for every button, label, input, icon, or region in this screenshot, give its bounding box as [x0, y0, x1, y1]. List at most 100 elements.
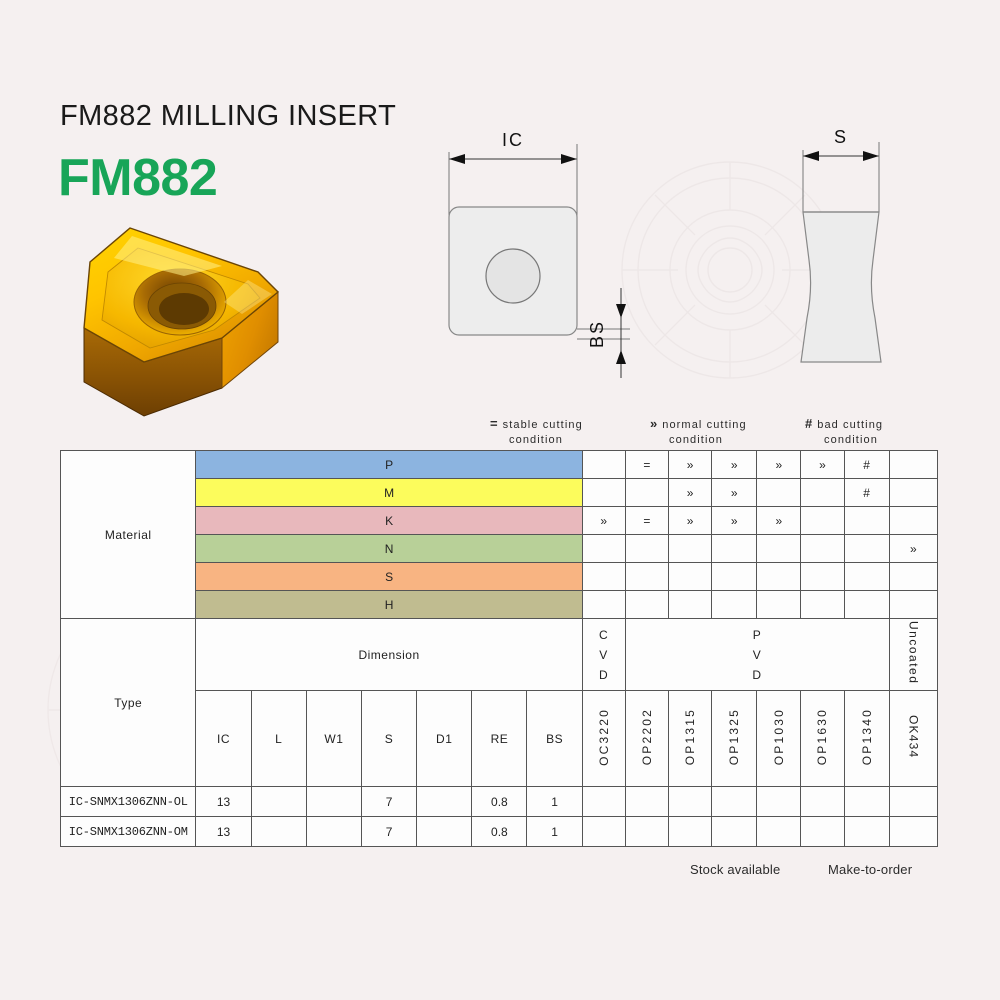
- condition-h-op1630: [800, 590, 845, 619]
- material-group-k: K: [195, 506, 583, 535]
- condition-n-op1030: [756, 534, 802, 563]
- legend-normal-line1: normal cutting: [662, 419, 747, 431]
- cell-grade-oc3220[interactable]: [581, 816, 626, 847]
- condition-p-op1325: »: [711, 450, 758, 479]
- cell-grade-op1030[interactable]: [756, 786, 802, 817]
- condition-s-op1315: [667, 562, 713, 591]
- condition-m-oc3220: [581, 478, 626, 507]
- cell-grade-ok434[interactable]: [888, 786, 939, 817]
- coating-group-pvd: P V D: [624, 618, 890, 691]
- cell-grade-oc3220[interactable]: [581, 786, 626, 817]
- cell-w1: [305, 816, 362, 847]
- cell-ic: 13: [195, 786, 252, 817]
- cell-grade-op1325[interactable]: [711, 816, 758, 847]
- legend-stable-cutting: = stable cutting condition: [490, 416, 583, 448]
- condition-k-op1325: »: [711, 506, 758, 535]
- condition-h-op1325: [711, 590, 758, 619]
- cell-bs: 1: [526, 786, 583, 817]
- cell-grade-op1030[interactable]: [756, 816, 802, 847]
- cell-grade-op2202[interactable]: [624, 816, 669, 847]
- coating-cvd-c: C: [598, 627, 609, 642]
- type-header: Type: [59, 618, 197, 787]
- cell-grade-op1340[interactable]: [843, 816, 890, 847]
- material-group-h: H: [195, 590, 583, 619]
- condition-p-op1315: »: [667, 450, 713, 479]
- cell-ic: 13: [195, 816, 252, 847]
- coating-uncoated-label: Uncoated: [906, 621, 921, 685]
- condition-h-op1030: [756, 590, 802, 619]
- grade-header-op1340: OP1340: [843, 690, 890, 787]
- cell-grade-op1325[interactable]: [711, 786, 758, 817]
- cell-grade-op1630[interactable]: [800, 786, 845, 817]
- condition-n-op1325: [711, 534, 758, 563]
- condition-k-op1315: »: [667, 506, 713, 535]
- condition-s-oc3220: [581, 562, 626, 591]
- coating-pvd-d: D: [752, 667, 763, 682]
- cell-grade-op1340[interactable]: [843, 786, 890, 817]
- legend-stable-line2: condition: [509, 434, 563, 446]
- cutting-condition-legend: = stable cutting condition » normal cuttin…: [490, 416, 950, 450]
- cell-grade-op1315[interactable]: [667, 786, 713, 817]
- condition-p-op1030: »: [756, 450, 802, 479]
- coating-group-uncoated: Uncoated: [888, 618, 939, 691]
- cell-re: 0.8: [471, 786, 528, 817]
- product-photo-insert: [83, 227, 280, 417]
- dim-header-d1: D1: [416, 690, 473, 787]
- row-type-code: IC-SNMX1306ZNN-OL: [59, 786, 197, 817]
- grade-header-op1325: OP1325: [711, 690, 758, 787]
- condition-s-op2202: [624, 562, 669, 591]
- condition-k-ok434: [888, 506, 939, 535]
- condition-h-ok434: [888, 590, 939, 619]
- condition-h-op2202: [624, 590, 669, 619]
- dim-header-s: S: [360, 690, 418, 787]
- cell-grade-ok434[interactable]: [888, 816, 939, 847]
- cell-grade-op1315[interactable]: [667, 816, 713, 847]
- material-group-m: M: [195, 478, 583, 507]
- cell-s: 7: [360, 816, 418, 847]
- condition-h-op1315: [667, 590, 713, 619]
- condition-n-ok434: »: [888, 534, 939, 563]
- condition-s-op1630: [800, 562, 845, 591]
- condition-n-op1340: [843, 534, 890, 563]
- dimension-label-bs: BS: [587, 320, 607, 348]
- coating-cvd-v: V: [599, 647, 609, 662]
- dim-header-ic: IC: [195, 690, 252, 787]
- legend-normal-symbol: »: [650, 416, 658, 431]
- cell-grade-op1630[interactable]: [800, 816, 845, 847]
- technical-drawing-side-view: S: [800, 127, 882, 363]
- material-row-k: K»=»»»: [61, 506, 939, 535]
- grade-header-ok434: OK434: [888, 690, 939, 787]
- condition-s-op1030: [756, 562, 802, 591]
- row-type-code: IC-SNMX1306ZNN-OM: [59, 816, 197, 847]
- legend-stable-symbol: =: [490, 416, 498, 431]
- legend-bad-symbol: #: [805, 416, 813, 431]
- condition-m-op1030: [756, 478, 802, 507]
- condition-n-op1315: [667, 534, 713, 563]
- material-row-s: S: [61, 562, 939, 591]
- condition-n-op1630: [800, 534, 845, 563]
- condition-m-op2202: [624, 478, 669, 507]
- dim-header-w1: W1: [305, 690, 362, 787]
- condition-m-op1630: [800, 478, 845, 507]
- availability-footer: Stock available Make-to-order: [690, 862, 950, 884]
- condition-m-op1325: »: [711, 478, 758, 507]
- legend-bad-cutting: #bad cutting condition: [805, 416, 883, 448]
- legend-stable-line1: stable cutting: [502, 419, 583, 431]
- material-row-m: M»»#: [61, 478, 939, 507]
- cell-l: [250, 786, 307, 817]
- cell-grade-op2202[interactable]: [624, 786, 669, 817]
- grade-header-op2202: OP2202: [624, 690, 669, 787]
- cell-w1: [305, 786, 362, 817]
- brand-name: FM882: [58, 149, 218, 207]
- condition-p-oc3220: [581, 450, 626, 479]
- material-row-n: N»: [61, 534, 939, 563]
- cell-re: 0.8: [471, 816, 528, 847]
- legend-normal-cutting: »normal cutting condition: [650, 416, 747, 448]
- coating-header-row: Type Dimension C V D P V D Uncoated: [59, 618, 939, 787]
- dimension-label-s: S: [834, 127, 848, 147]
